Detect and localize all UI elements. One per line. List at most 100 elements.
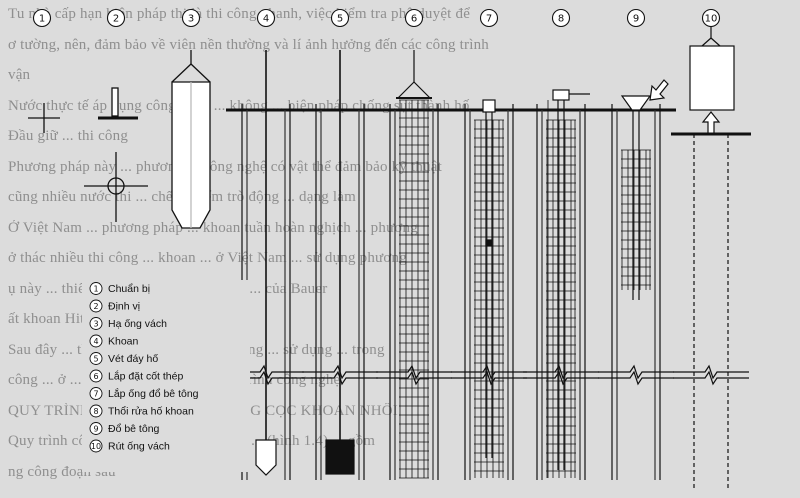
- break-line-top: [376, 364, 452, 380]
- cleaning-bucket: [325, 439, 355, 475]
- break-line-bottom: [598, 370, 674, 386]
- legend-item: 4 Khoan: [89, 334, 139, 348]
- break-line-bottom: [523, 370, 599, 386]
- step-number-3: 3: [181, 8, 201, 28]
- break-line-top: [673, 364, 749, 380]
- step-number-5: 5: [330, 8, 350, 28]
- break-line-bottom: [376, 370, 452, 386]
- step-1-cross-mark: [28, 103, 60, 133]
- step-number-text: 5: [337, 14, 343, 25]
- legend-item: 5 Vét đáy hố: [89, 352, 158, 365]
- legend-label: Thổi rửa hố khoan: [108, 406, 194, 418]
- flushing-head: [552, 89, 570, 101]
- step-number-text: 10: [705, 14, 718, 25]
- break-line-top: [598, 364, 674, 380]
- legend-label: Đổ bê tông: [108, 423, 160, 435]
- step-6-column: [374, 50, 454, 480]
- step-3-casing: [171, 50, 211, 229]
- legend-item: 7 Lắp ống đổ bê tông: [89, 387, 199, 400]
- legend-number: 10: [91, 442, 101, 451]
- step-10-column: [671, 26, 751, 488]
- legend-number: 1: [93, 285, 98, 294]
- background-text-line: Đầu giữ ... thi công: [8, 128, 129, 144]
- legend-number-circle: [89, 422, 103, 435]
- legend-number: 8: [93, 407, 98, 416]
- step-number-text: 9: [633, 14, 639, 25]
- step-number-text: 7: [486, 14, 492, 25]
- legend-number: 6: [93, 372, 98, 381]
- step-5-column: [300, 50, 380, 480]
- legend-label: Hạ ống vách: [108, 318, 167, 330]
- legend-number-circle: [89, 369, 103, 383]
- break-line-bottom: [451, 370, 527, 386]
- step-number-circle: [32, 8, 52, 28]
- step-number-2: 2: [106, 8, 126, 28]
- legend-item: 9 Đổ bê tông: [89, 422, 160, 435]
- step-number-circle: [626, 8, 646, 28]
- rebar-cage: [546, 119, 576, 478]
- legend-label: Lắp đặt cốt thép: [108, 370, 183, 383]
- step-9-column: [596, 79, 676, 480]
- legend-label: Rút ống vách: [108, 441, 170, 453]
- step-number-6: 6: [404, 8, 424, 28]
- legend-number: 9: [93, 425, 98, 434]
- legend-item: 8 Thổi rửa hố khoan: [89, 404, 194, 418]
- background-text-line: Ở Việt Nam ... phương pháp ... khoan tuầ…: [8, 219, 418, 236]
- legend-label: Lắp ống đổ bê tông: [108, 387, 199, 400]
- step-number-8: 8: [551, 8, 571, 28]
- step-number-circle: [106, 8, 126, 28]
- legend-label: Chuẩn bị: [108, 283, 150, 295]
- legend-number: 5: [93, 355, 98, 364]
- step-number-7: 7: [479, 8, 499, 28]
- step-number-text: 1: [39, 14, 45, 25]
- step-number-circle: [551, 8, 571, 28]
- step-number-circle: [256, 8, 276, 28]
- legend-label: Vét đáy hố: [108, 353, 158, 365]
- legend-item: 3 Hạ ống vách: [89, 317, 167, 330]
- lifting-sling: [397, 81, 431, 99]
- legend-number-circle: [89, 352, 103, 365]
- tremie-head: [482, 99, 496, 113]
- legend-item: 10 Rút ống vách: [89, 439, 170, 453]
- legend-number: 7: [93, 390, 98, 399]
- drilling-bucket: [255, 439, 277, 476]
- step-8-column: [521, 89, 601, 480]
- concrete-hopper: [620, 95, 652, 111]
- legend-number-circle: [89, 387, 103, 400]
- legend-background: [82, 280, 250, 472]
- rebar-cage: [399, 99, 429, 479]
- step-number-9: 9: [626, 8, 646, 28]
- background-text-line: vận: [8, 67, 31, 83]
- legend-number-circle: [89, 317, 103, 330]
- legend-number-circle: [89, 404, 103, 418]
- legend-item: 1 Chuẩn bị: [89, 282, 150, 295]
- step-number-text: 4: [263, 14, 269, 25]
- legend-number-circle: [89, 299, 103, 313]
- legend-number: 4: [93, 337, 98, 346]
- pour-arrow: [649, 79, 669, 101]
- background-text-line: ở thác nhiều thi công ... khoan ... ở Vi…: [8, 250, 407, 266]
- background-text-line: ơ tường, nên, đảm bảo về viên nền thường…: [8, 36, 490, 53]
- legend-label: Khoan: [108, 336, 139, 348]
- step-number-text: 6: [411, 14, 417, 25]
- break-line-bottom: [673, 370, 749, 386]
- step-number-circle: [330, 8, 350, 28]
- step-number-4: 4: [256, 8, 276, 28]
- legend-number-circle: [89, 334, 103, 348]
- lifting-sling: [701, 37, 721, 47]
- step-number-text: 2: [113, 14, 119, 25]
- step-number-10: 10: [701, 8, 721, 28]
- legend-number-circle: [89, 439, 103, 453]
- rebar-cage: [621, 149, 651, 290]
- legend-number: 3: [93, 320, 98, 329]
- step-number-text: 8: [558, 14, 564, 25]
- legend-label: Định vị: [108, 301, 140, 313]
- step-number-circle: [479, 8, 499, 28]
- rebar-cage: [474, 119, 504, 478]
- step-2-positioning-mark: [84, 87, 148, 222]
- step-number-text: 3: [188, 14, 194, 25]
- process-columns: [226, 26, 751, 488]
